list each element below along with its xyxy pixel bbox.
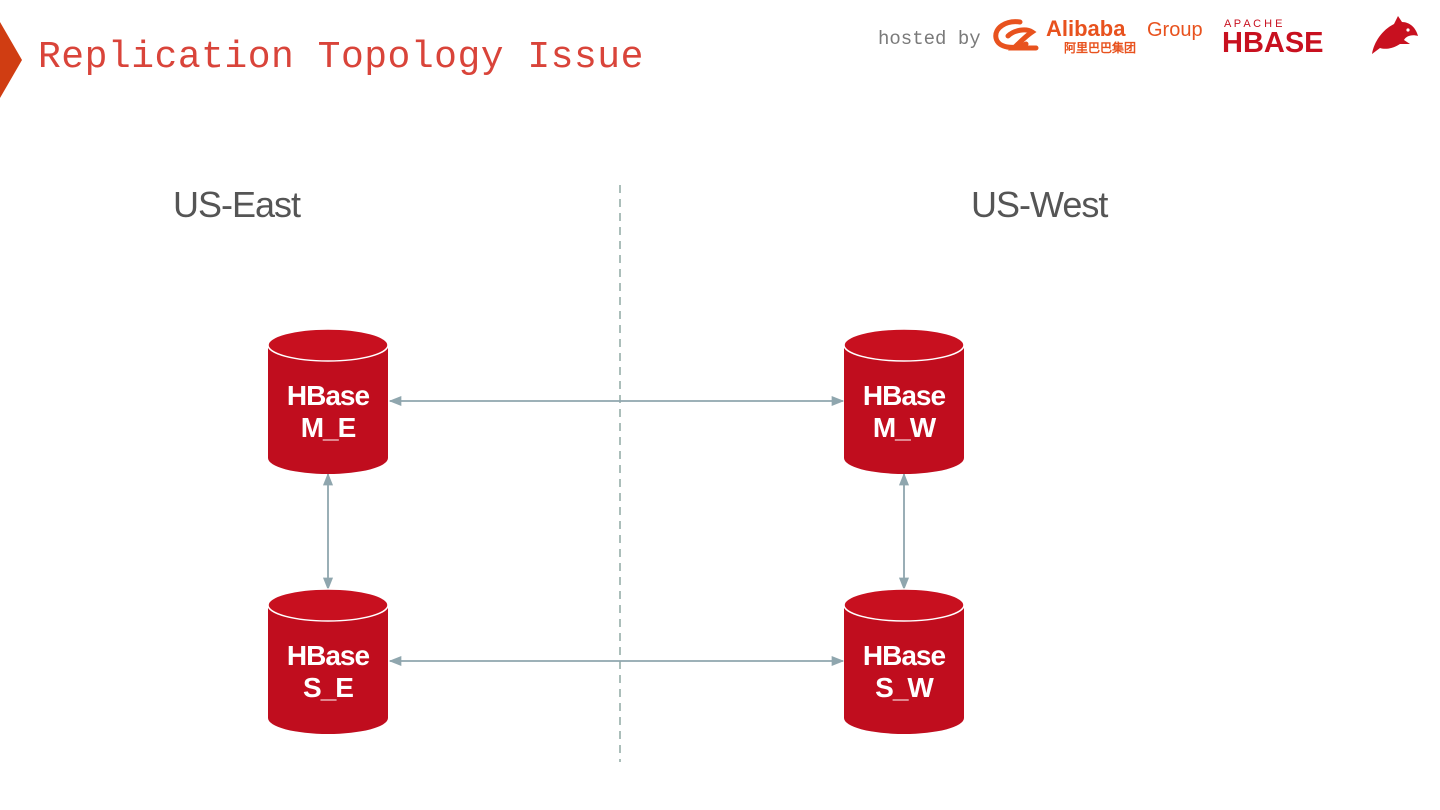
node-label-line1: HBase — [862, 380, 946, 411]
node-label-s-e: HBase S_E — [268, 640, 388, 704]
node-label-line1: HBase — [862, 640, 946, 671]
apache-wordmark: A P A C H E — [1224, 18, 1283, 30]
alibaba-group-word: Group — [1147, 19, 1203, 41]
node-hbase-s-e — [267, 588, 389, 734]
node-label-m-w: HBase M_W — [844, 380, 964, 444]
node-hbase-s-w — [843, 588, 965, 734]
node-label-line2: M_E — [300, 412, 357, 443]
node-label-line2: S_E — [303, 672, 354, 703]
node-label-line2: S_W — [875, 672, 934, 703]
node-label-line2: M_W — [872, 412, 936, 443]
alibaba-chinese-name: 阿里巴巴集团 — [1064, 40, 1136, 55]
hosted-by-label: hosted by — [878, 28, 981, 50]
node-hbase-m-e — [267, 328, 389, 474]
region-label-us-east: US-East — [173, 184, 301, 225]
apache-hbase-logo: A P A C H E HBASE — [1222, 16, 1418, 58]
page-title: Replication Topology Issue — [38, 36, 644, 79]
alibaba-wordmark: Alibaba — [1046, 16, 1126, 41]
node-label-m-e: HBase M_E — [268, 380, 388, 444]
title-marker — [0, 22, 22, 98]
node-label-line1: HBase — [286, 640, 370, 671]
node-hbase-m-w — [843, 328, 965, 474]
node-label-s-w: HBase S_W — [844, 640, 964, 704]
hbase-wordmark: HBASE — [1222, 27, 1324, 58]
region-label-us-west: US-West — [971, 184, 1108, 225]
node-label-line1: HBase — [286, 380, 370, 411]
alibaba-group-logo: Alibaba Group 阿里巴巴集团 — [993, 16, 1203, 55]
orca-icon — [1372, 16, 1418, 54]
